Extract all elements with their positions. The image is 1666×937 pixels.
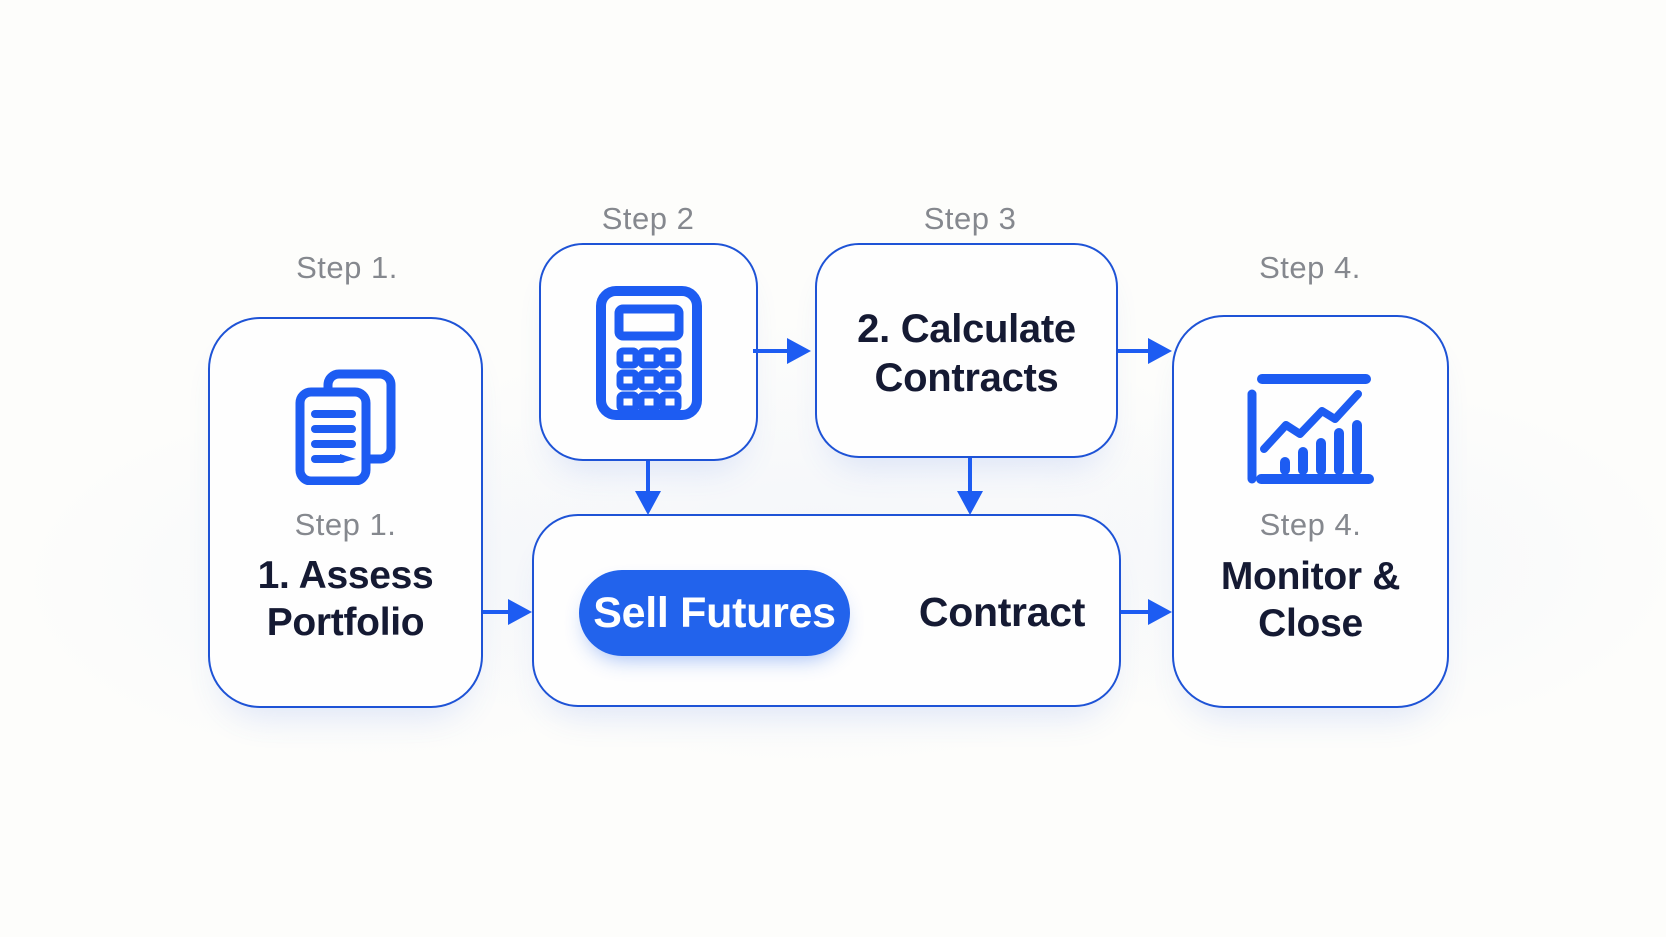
flow-node-step1: Step 1. 1. Assess Portfolio — [208, 317, 483, 708]
arrow-action-to-step4-head — [1148, 599, 1172, 625]
sell-futures-button[interactable]: Sell Futures — [579, 570, 850, 656]
step4-inner-label: Step 4. — [1259, 507, 1362, 542]
flow-node-step3: 2. Calculate Contracts — [815, 243, 1118, 458]
arrow-step3-to-step4-line — [1118, 349, 1148, 353]
step2-outer-label: Step 2 — [601, 201, 695, 236]
calculator-icon — [595, 286, 703, 420]
step4-outer-label: Step 4. — [1259, 250, 1361, 285]
arrow-step2-to-step3-head — [787, 338, 811, 364]
flow-node-step2 — [539, 243, 758, 461]
step1-title: 1. Assess Portfolio — [257, 554, 434, 644]
step3-outer-label: Step 3 — [923, 201, 1017, 236]
arrow-step1-to-action-line — [483, 610, 509, 614]
bar-chart-icon — [1245, 371, 1377, 487]
action-node: Sell Futures Contract — [532, 514, 1121, 707]
arrow-step2-down-head — [635, 491, 661, 515]
arrow-step1-to-action-head — [508, 599, 532, 625]
arrow-step2-down-line — [646, 461, 650, 492]
arrow-step3-to-step4-head — [1148, 338, 1172, 364]
flow-node-step4: Step 4. Monitor & Close — [1172, 315, 1449, 708]
step1-inner-label: Step 1. — [294, 507, 397, 542]
arrow-action-to-step4-line — [1121, 610, 1149, 614]
step3-title: 2. Calculate Contracts — [857, 306, 1076, 400]
documents-icon — [294, 369, 398, 485]
arrow-step3-down-head — [957, 491, 983, 515]
contract-label: Contract — [918, 589, 1086, 635]
step1-outer-label: Step 1. — [296, 250, 398, 285]
arrow-step3-down-line — [968, 458, 972, 492]
arrow-step2-to-step3-line — [753, 349, 787, 353]
step4-title: Monitor & Close — [1220, 555, 1401, 645]
